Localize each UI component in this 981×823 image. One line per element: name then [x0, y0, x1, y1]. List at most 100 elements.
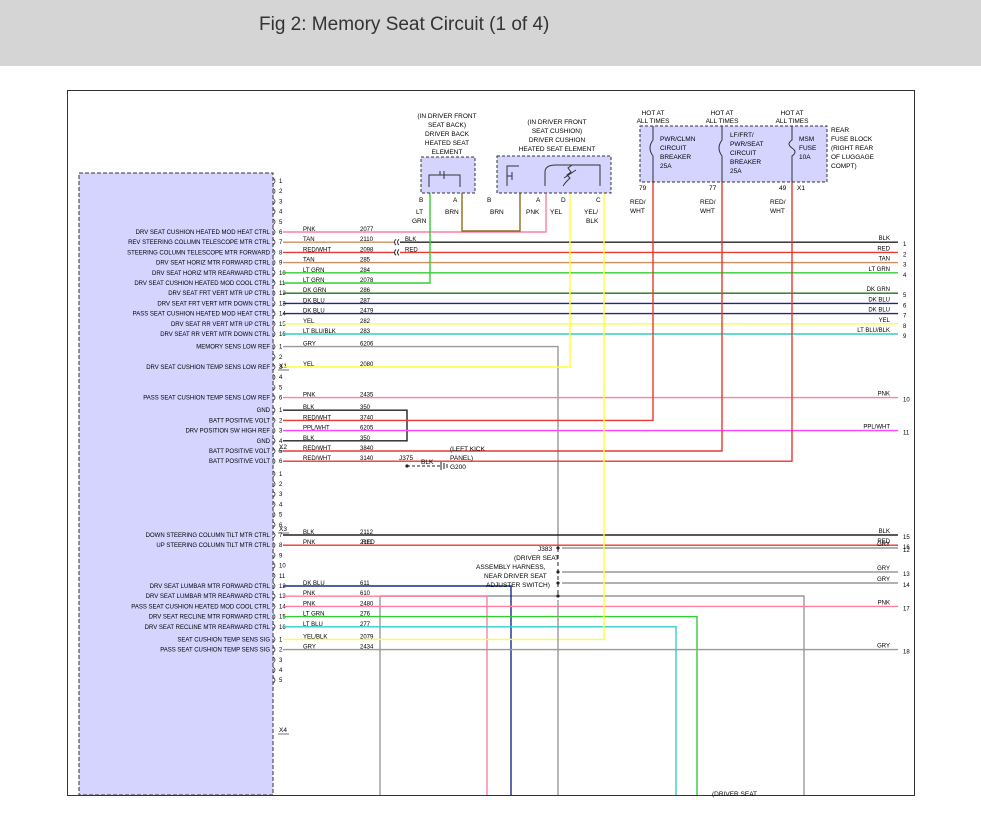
- ground-splice: J375: [399, 455, 413, 462]
- wire-redwht-3840: [283, 182, 723, 452]
- pin-terminal: [272, 457, 276, 465]
- inline-connector-8: [394, 249, 400, 256]
- module-pin-37: 10: [279, 564, 286, 570]
- pin-terminal: [272, 666, 276, 674]
- fuse1-l0: PWR/CLMN: [660, 136, 696, 143]
- pin-terminal: [272, 552, 276, 559]
- module-pin-label-10: DRV SEAT CUSHION HEATED MOD COOL CTRL: [134, 281, 270, 287]
- cushion-pin-d: D: [561, 197, 566, 204]
- module-pin-48: 5: [279, 678, 283, 684]
- pin-terminal: [272, 417, 276, 424]
- module-pin-label-11: DRV SEAT FRT VERT MTR UP CTRL: [168, 291, 270, 297]
- module-pin-45: 2: [279, 648, 283, 654]
- circuit-number-9: 284: [360, 268, 371, 274]
- fuse3-l1: FUSE: [799, 145, 817, 152]
- right-output-num-5: 6: [903, 303, 907, 309]
- module-pin-label-6: REV STEERING COLUMN TELESCOPE MTR CTRL: [128, 240, 271, 246]
- inline-connector-7: [394, 238, 400, 246]
- module-pin-22: 1: [279, 408, 283, 414]
- module-pin-42: 15: [279, 615, 286, 621]
- right-output-color-9: PNK: [878, 392, 890, 398]
- module-pin-27: 6: [279, 459, 283, 465]
- back-element-label-4: ELEMENT: [432, 149, 463, 156]
- module-pin-5: 6: [279, 230, 283, 236]
- pin-terminal: [272, 541, 276, 549]
- hot-2b: ALL TIMES: [706, 118, 740, 125]
- cushion-label-2: DRIVER CUSHION: [529, 137, 586, 144]
- fuse1-wire-2: WHT: [630, 208, 645, 215]
- right-output-num-17: 18: [903, 650, 910, 656]
- circuit-number-5: 2077: [360, 227, 374, 233]
- fuse1-l1: CIRCUIT: [660, 145, 686, 152]
- back-pin-b: B: [419, 197, 423, 204]
- right-output-color-5: DK BLU: [868, 297, 890, 303]
- pin-terminal: [272, 572, 276, 580]
- right-output-color-0: BLK: [879, 236, 890, 242]
- wire-color-11: DK GRN: [303, 288, 326, 294]
- header-bar: Fig 2: Memory Seat Circuit (1 of 4): [0, 0, 981, 66]
- circuit-number-12: 287: [360, 298, 371, 304]
- heater-element-symbol: [428, 171, 461, 187]
- right-output-color-7: YEL: [879, 318, 891, 324]
- circuit-number-15: 283: [360, 329, 371, 335]
- module-pin-29: 2: [279, 482, 283, 488]
- harness-label-2: NEAR DRIVER SEAT: [484, 573, 547, 580]
- ground-wire: BLK: [421, 459, 434, 466]
- pin-terminal: [272, 384, 276, 391]
- right-output-num-10: 11: [903, 431, 910, 437]
- wire-color-43: LT BLU: [303, 622, 323, 628]
- wire-color-5: PNK: [303, 227, 315, 233]
- right-output-color-15: RED: [877, 539, 890, 545]
- fuse2-l4: 25A: [730, 168, 742, 175]
- module-pin-label-34: DOWN STEERING COLUMN TILT MTR CTRL: [146, 533, 271, 539]
- wire-color-10: LT GRN: [303, 278, 324, 284]
- circuit-number-7: 2098: [360, 247, 374, 253]
- module-pin-31: 4: [279, 502, 283, 508]
- right-output-color-6: DK BLU: [868, 308, 890, 314]
- cushion-pin-b: B: [487, 197, 491, 204]
- control-module: [78, 172, 274, 796]
- circuit-number-22: 350: [360, 405, 371, 411]
- wire-color-42: LT GRN: [303, 612, 324, 618]
- circuit-number-34: 2112: [360, 530, 374, 536]
- wire-color-25: BLK: [303, 436, 314, 442]
- wire-ltgrn-2078: [283, 193, 431, 284]
- pin-terminal: [272, 238, 276, 246]
- pin-terminal: [272, 269, 276, 277]
- circuit-number-41: 2480: [360, 601, 374, 607]
- module-pin-label-43: DRV SEAT RECLINE MTR REARWARD CTRL: [145, 625, 271, 631]
- module-pin-30: 3: [279, 492, 283, 498]
- right-output-color-11: GRY: [877, 542, 890, 548]
- cushion-label-0: (IN DRIVER FRONT: [527, 119, 586, 126]
- cushion-pin-c: C: [596, 197, 601, 204]
- wire-color-24: PPL/WHT: [303, 426, 330, 432]
- back-wire-ltgrn-2: GRN: [412, 218, 427, 225]
- module-pin-43: 16: [279, 625, 286, 631]
- pin-terminal: [272, 636, 276, 643]
- wire-color-13: DK BLU: [303, 309, 325, 315]
- pin-terminal: [272, 437, 276, 445]
- circuit-number-8: 285: [360, 258, 371, 264]
- module-pin-label-12: DRV SEAT FRT VERT MTR DOWN CTRL: [157, 301, 270, 307]
- connector-x4: X4: [279, 727, 287, 734]
- module-pin-label-14: DRV SEAT RR VERT MTR UP CTRL: [171, 322, 271, 328]
- wire-color-34: BLK: [303, 530, 314, 536]
- module-pin-15: 16: [279, 332, 286, 338]
- driver-cushion-heated-seat-element: (IN DRIVER FRONT SEAT CUSHION) DRIVER CU…: [487, 119, 612, 225]
- pin-terminal: [272, 531, 276, 539]
- splice-dot-j383-3: [556, 594, 560, 598]
- wire-ltgrn-276: [283, 615, 698, 795]
- harness-j383: J383 (DRIVER SEAT ASSEMBLY HARNESS, NEAR…: [476, 546, 559, 596]
- module-pin-label-39: DRV SEAT LUMBAR MTR FORWARD CTRL: [150, 584, 271, 590]
- harness-label-1: ASSEMBLY HARNESS,: [476, 564, 546, 571]
- right-output-num-12: 13: [903, 572, 910, 578]
- module-pin-9: 10: [279, 271, 286, 277]
- hot-1b: ALL TIMES: [637, 118, 671, 125]
- module-pin-label-5: DRV SEAT CUSHION HEATED MOD HEAT CTRL: [136, 230, 271, 236]
- pin-terminal: [272, 676, 276, 684]
- module-pin-label-23: BATT POSITIVE VOLT: [209, 418, 270, 424]
- module-pin-25: 4: [279, 439, 283, 445]
- circuit-number-43: 277: [360, 622, 371, 628]
- module-pin-47: 4: [279, 668, 283, 674]
- wire-color-41: PNK: [303, 601, 315, 607]
